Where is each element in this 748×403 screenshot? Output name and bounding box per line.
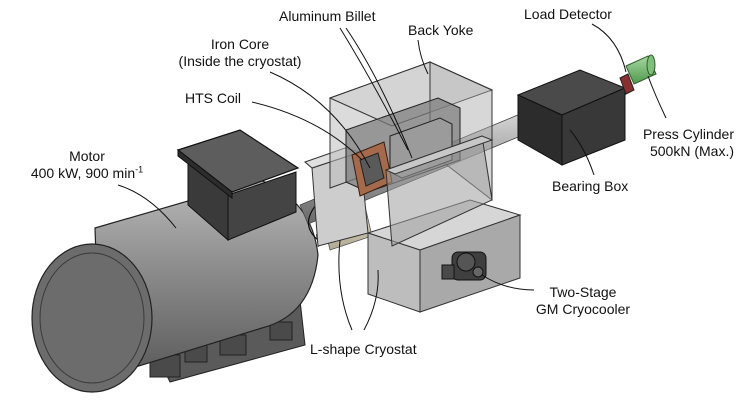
label-iron-core: Iron Core (Inside the cryostat)	[160, 36, 320, 70]
label-cryocooler-line2: GM Cryocooler	[535, 301, 631, 317]
load-detector	[619, 73, 635, 95]
label-motor: Motor 400 kW, 900 min-1	[12, 148, 162, 182]
label-aluminum-billet: Aluminum Billet	[279, 8, 376, 24]
leader-cryostat-2	[363, 269, 379, 331]
label-cryocooler-line1: Two-Stage	[549, 284, 617, 300]
label-iron-core-line1: Iron Core	[210, 36, 270, 52]
terminal-box-lid-edge	[177, 148, 233, 200]
leader-load-detector	[591, 23, 627, 73]
bearing-box	[516, 69, 635, 166]
front-yoke-plate-top	[384, 135, 494, 175]
label-press-cylinder-line1: Press Cylinder	[642, 126, 734, 142]
cryocooler-head	[456, 252, 476, 272]
leader-cryocooler	[481, 274, 535, 291]
motor-end-face	[31, 243, 153, 393]
leader-hts-coil	[251, 101, 363, 161]
cryocooler-valve	[441, 264, 455, 280]
label-cryocooler: Two-Stage GM Cryocooler	[518, 284, 648, 318]
label-motor-line1: Motor	[69, 148, 105, 164]
leader-cryostat-1	[338, 239, 353, 331]
leader-aluminum-billet-2	[345, 27, 413, 159]
label-press-cylinder: Press Cylinder 500kN (Max.)	[600, 126, 734, 160]
terminal-box-front	[227, 171, 297, 241]
label-motor-line2: 400 kW, 900 min-1	[30, 164, 144, 181]
label-bearing-box: Bearing Box	[552, 178, 629, 194]
cryocooler	[441, 251, 487, 281]
label-iron-core-line2: (Inside the cryostat)	[178, 53, 302, 69]
leader-motor	[117, 184, 177, 229]
press-cylinder-end	[646, 54, 656, 76]
label-hts-coil: HTS Coil	[185, 90, 242, 106]
label-press-cylinder-line2: 500kN (Max.)	[649, 143, 734, 159]
leader-iron-core	[269, 71, 371, 169]
motor-foot-3	[269, 321, 293, 341]
motor-end-face-rim	[39, 252, 145, 384]
label-load-detector: Load Detector	[524, 6, 612, 22]
rotation-arrow	[307, 204, 319, 241]
label-l-shape-cryostat: L-shape Cryostat	[310, 341, 417, 357]
label-back-yoke: Back Yoke	[408, 22, 474, 38]
leader-aluminum-billet	[339, 27, 409, 151]
cryostat-assembly	[304, 61, 522, 313]
bearing-box-side	[561, 87, 626, 166]
leader-back-yoke	[417, 39, 429, 75]
leader-press-cylinder	[647, 75, 667, 119]
leader-bearing-box	[569, 129, 595, 176]
leader-lines	[117, 23, 667, 331]
motor	[31, 129, 319, 393]
cryocooler-fitting	[472, 266, 484, 278]
